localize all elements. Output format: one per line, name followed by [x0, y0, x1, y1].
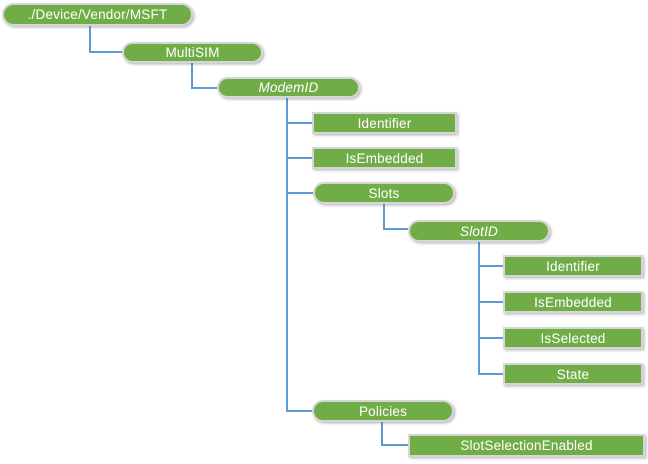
tree-node-identifier-1: Identifier — [312, 112, 457, 134]
connector-policies-to-slotselectionenabled — [381, 422, 408, 446]
connector-modemid-to-isembedded-1 — [286, 98, 312, 159]
tree-node-identifier-2: Identifier — [503, 255, 643, 277]
connector-slotid-to-identifier-2 — [478, 242, 503, 267]
tree-node-isembedded-1: IsEmbedded — [312, 147, 457, 169]
tree-node-root: ./Device/Vendor/MSFT — [2, 3, 193, 26]
tree-node-multisim: MultiSIM — [122, 42, 263, 63]
connector-modemid-to-policies — [286, 98, 312, 412]
connector-slotid-to-state — [478, 242, 503, 375]
connector-modemid-to-slots — [286, 98, 313, 194]
tree-node-state: State — [503, 363, 643, 385]
tree-node-slotid: SlotID — [408, 220, 550, 242]
connector-slotid-to-isselected — [478, 242, 503, 339]
connector-multisim-to-modemid — [191, 63, 217, 89]
connector-slotid-to-isembedded-2 — [478, 242, 503, 303]
connector-slots-to-slotid — [383, 204, 408, 230]
tree-node-modemid: ModemID — [217, 77, 360, 98]
connector-root-to-multisim — [89, 26, 122, 53]
tree-node-isselected: IsSelected — [503, 327, 643, 349]
tree-node-isembedded-2: IsEmbedded — [503, 291, 643, 313]
tree-node-slotselectionenabled: SlotSelectionEnabled — [408, 434, 645, 457]
tree-node-policies: Policies — [312, 400, 454, 422]
tree-node-slots: Slots — [313, 182, 455, 204]
connector-modemid-to-identifier-1 — [286, 98, 312, 124]
